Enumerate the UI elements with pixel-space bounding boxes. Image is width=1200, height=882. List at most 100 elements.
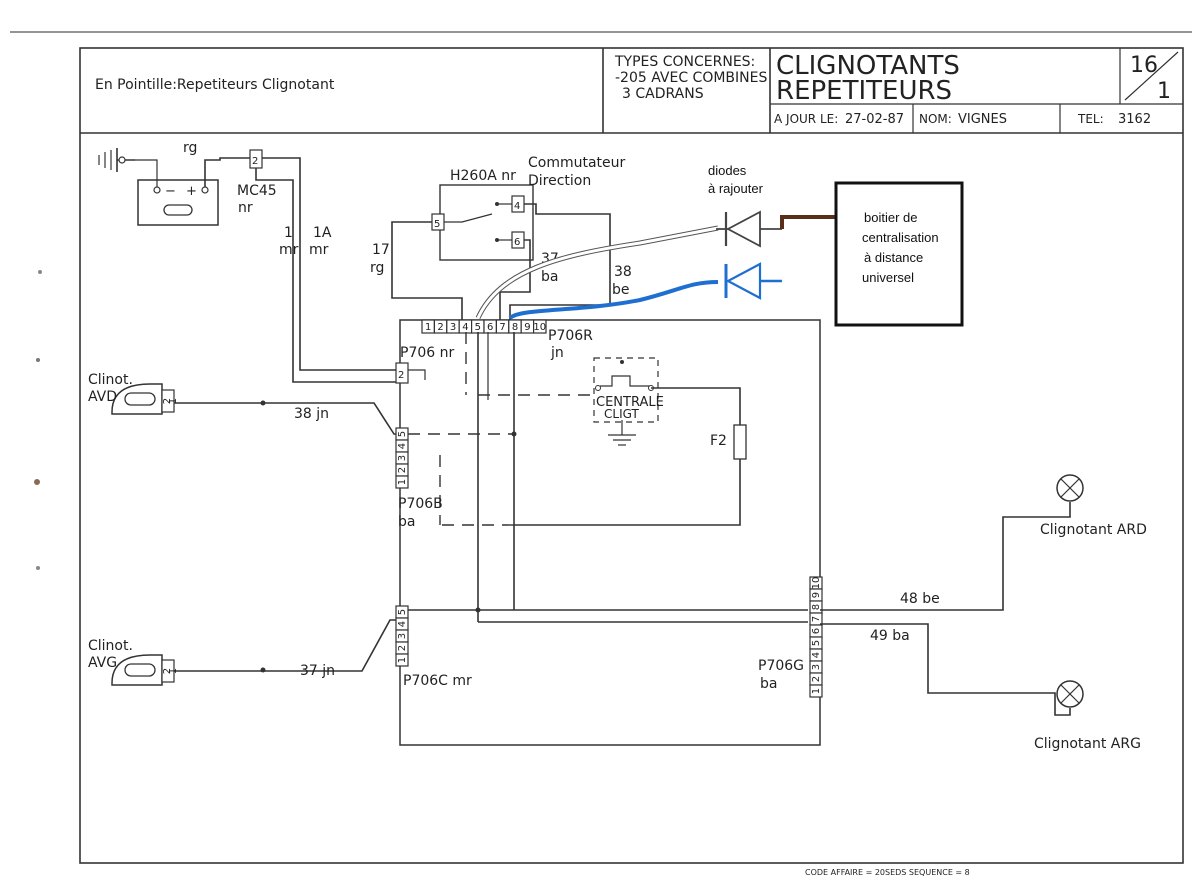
name-label: NOM: — [919, 112, 952, 126]
wire-49-ba — [820, 623, 1071, 716]
name-value: VIGNES — [958, 112, 1007, 127]
p706-label: P706 nr — [400, 345, 454, 361]
p706g-pin-label: 7 — [811, 616, 822, 622]
wire-37-jn-label: 37 jn — [300, 663, 335, 679]
wire-1a-color: mr — [309, 242, 329, 258]
diodes-note-1: diodes — [708, 163, 747, 178]
p706-connector — [395, 362, 409, 384]
p706g-pin-label: 6 — [811, 628, 822, 634]
switch-pin-4-label: 4 — [514, 201, 520, 212]
avd-label-2: AVD — [88, 389, 117, 405]
diode-blue-icon — [724, 262, 782, 300]
p706b-pin-label: 3 — [397, 455, 408, 461]
p706b-pin-label: 2 — [397, 467, 408, 473]
drawing-frame — [79, 47, 1184, 864]
p706g-pin-label: 5 — [811, 640, 822, 646]
module-label-4: universel — [862, 270, 914, 285]
arg-label: Clignotant ARG — [1034, 736, 1141, 752]
diagram-title-line-1: CLIGNOTANTS — [776, 51, 960, 81]
svg-text:+: + — [186, 184, 197, 199]
wire-49-label: 49 ba — [870, 628, 910, 644]
p706r-pin-label: 3 — [450, 322, 456, 333]
svg-text:−: − — [165, 184, 176, 199]
centrale-label-2: CLIGT — [604, 407, 639, 421]
wire-37-top-color: ba — [541, 269, 558, 285]
wire-17-color: rg — [370, 260, 384, 276]
footer-code: CODE AFFAIRE = 20SEDS SEQUENCE = 8 — [805, 868, 970, 877]
battery-positive-wire — [204, 157, 250, 187]
p706c-pin-label: 4 — [397, 621, 408, 627]
remote-central-locking-module — [834, 181, 964, 327]
avd-pin-label: 2 — [162, 398, 173, 404]
wire-38-be-top — [509, 203, 611, 320]
p706c-pin-label: 3 — [397, 633, 408, 639]
diode-white-icon — [716, 210, 782, 248]
wire-17-label: 17 — [372, 242, 390, 258]
wire-37-ba-top — [499, 239, 531, 320]
p706c-pin-label: 2 — [397, 645, 408, 651]
p706g-pin-label: 10 — [811, 577, 822, 590]
p706g-pin-cell — [809, 684, 823, 698]
p706r-pin-label: 7 — [499, 322, 505, 333]
wire-38-top-color: be — [612, 282, 630, 298]
p706r-pin-label: 9 — [524, 322, 530, 333]
wire-48-label: 48 be — [900, 591, 940, 607]
switch-pin-6-label: 6 — [514, 237, 520, 248]
p706g-label: P706G — [758, 658, 804, 674]
p706b-color: ba — [398, 514, 415, 530]
p706r-pin-label: 10 — [533, 322, 546, 333]
fuse-f2-label: F2 — [710, 433, 727, 449]
p706g-pin-label: 3 — [811, 664, 822, 670]
wire-1-label: 1 — [284, 225, 293, 241]
sheet-number: 16 — [1130, 53, 1158, 78]
mc45-label: MC45 — [237, 183, 277, 199]
p706c-pin-cell — [395, 653, 409, 667]
fuse-return-wire — [514, 459, 741, 526]
ground-wire — [135, 159, 158, 187]
p706b-pin-label: 1 — [397, 479, 408, 485]
p706r-label: P706R — [548, 328, 593, 344]
ground-icon — [98, 148, 135, 172]
front-left-indicator-icon — [111, 654, 175, 686]
commutateur-label-1: Commutateur — [528, 155, 626, 171]
switch-lever — [444, 213, 493, 223]
diagram-title-line-2: REPETITEURS — [776, 76, 952, 106]
wire-1a-to-p706 — [262, 157, 400, 371]
p706b-pin-cell — [395, 475, 409, 489]
types-line-2: -205 AVEC COMBINES — [615, 70, 767, 86]
p706g-pin-label: 8 — [811, 604, 822, 610]
wire-38-top-label: 38 — [614, 264, 632, 280]
p706r-pin-label: 4 — [462, 322, 468, 333]
margin-speck — [38, 270, 42, 274]
avg-label-2: AVG — [88, 655, 117, 671]
p706r-pin-cell — [532, 319, 547, 334]
avg-pin-label: 1 — [168, 668, 179, 674]
p706g-color: ba — [760, 676, 777, 692]
p706r-pin-label: 1 — [425, 322, 431, 333]
wire-1a-label: 1A — [313, 225, 332, 241]
p706g-pin-label: 4 — [811, 652, 822, 658]
wire-rg-top: rg — [183, 140, 197, 156]
centrale-cligt — [593, 357, 659, 446]
p706r-color: jn — [550, 345, 564, 361]
mc45-color: nr — [238, 200, 253, 216]
types-line-3: 3 CADRANS — [622, 86, 704, 102]
p706r-pin-label: 2 — [437, 322, 443, 333]
p706b-pin-label: 4 — [397, 443, 408, 449]
p706b-label: P706B — [398, 496, 443, 512]
wire-17 — [391, 221, 463, 320]
types-line-1: TYPES CONCERNES: — [614, 54, 755, 70]
module-label-3: à distance — [864, 250, 923, 265]
p706r-pin-label: 6 — [487, 322, 493, 333]
sheet-number-slash — [1124, 51, 1179, 101]
legend-text: En Pointille:Repetiteurs Clignotant — [95, 77, 335, 93]
centrale-label-1: CENTRALE — [596, 395, 664, 410]
diodes-note-2: à rajouter — [708, 181, 764, 196]
wire-1-color: mr — [279, 242, 299, 258]
rear-right-lamp-icon — [1056, 474, 1084, 502]
added-white-wire — [476, 226, 719, 319]
